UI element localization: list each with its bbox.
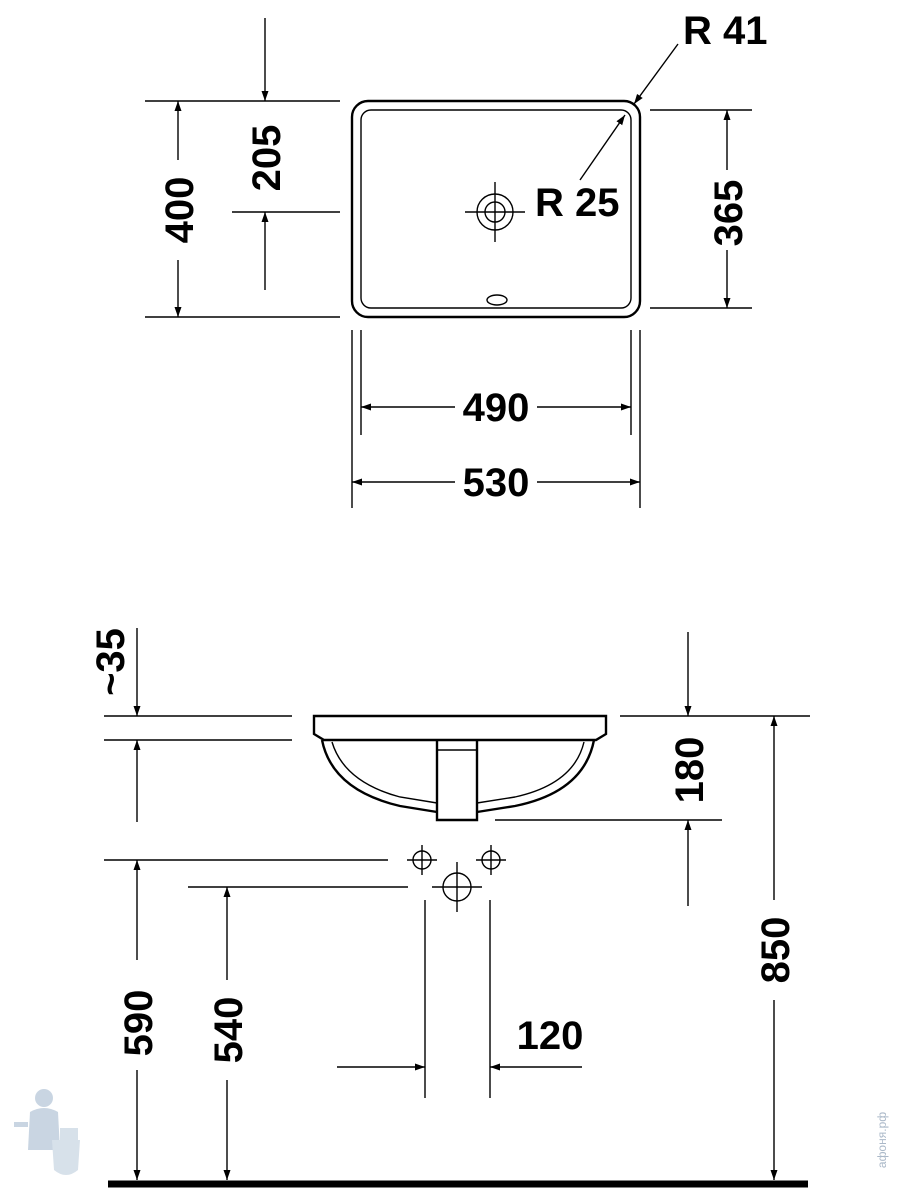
- dim-35-label: ~35: [89, 628, 133, 696]
- basin-bowl: [320, 739, 596, 814]
- dim-850-label: 850: [754, 917, 798, 984]
- drain-spout: [435, 740, 479, 822]
- dim-590-label: 590: [117, 990, 161, 1057]
- basin-outer-outline: [350, 99, 642, 319]
- dim-530-label: 530: [463, 461, 530, 505]
- basin-bowl-inner: [331, 741, 585, 804]
- dim-540-label: 540: [207, 997, 251, 1064]
- supply-valve-left-icon: [407, 845, 437, 875]
- r41-label: R 41: [683, 9, 768, 53]
- dim-400-label: 400: [158, 177, 202, 244]
- dim-180-label: 180: [668, 737, 712, 804]
- dim-490-label: 490: [463, 386, 530, 430]
- dim-365-label: 365: [707, 180, 751, 247]
- basin-inner-outline: [360, 109, 632, 309]
- overflow-icon: [486, 294, 508, 306]
- basin-rim: [312, 714, 608, 742]
- drain-icon: [465, 182, 525, 242]
- r41-leader: [633, 43, 679, 105]
- supply-valve-right-icon: [476, 845, 506, 875]
- top-view: R 41 R 25 400 205 365 490: [145, 9, 768, 508]
- side-view: ~35 180 850: [89, 628, 810, 1188]
- r25-leader: [579, 114, 626, 181]
- r25-label: R 25: [535, 181, 620, 225]
- watermark: афоня.рф: [14, 1089, 889, 1175]
- dim-120-label: 120: [517, 1014, 584, 1058]
- watermark-text: афоня.рф: [875, 1112, 889, 1168]
- drain-outlet-icon: [432, 862, 482, 912]
- dim-205-label: 205: [245, 125, 289, 192]
- plumber-logo-icon: [14, 1089, 80, 1175]
